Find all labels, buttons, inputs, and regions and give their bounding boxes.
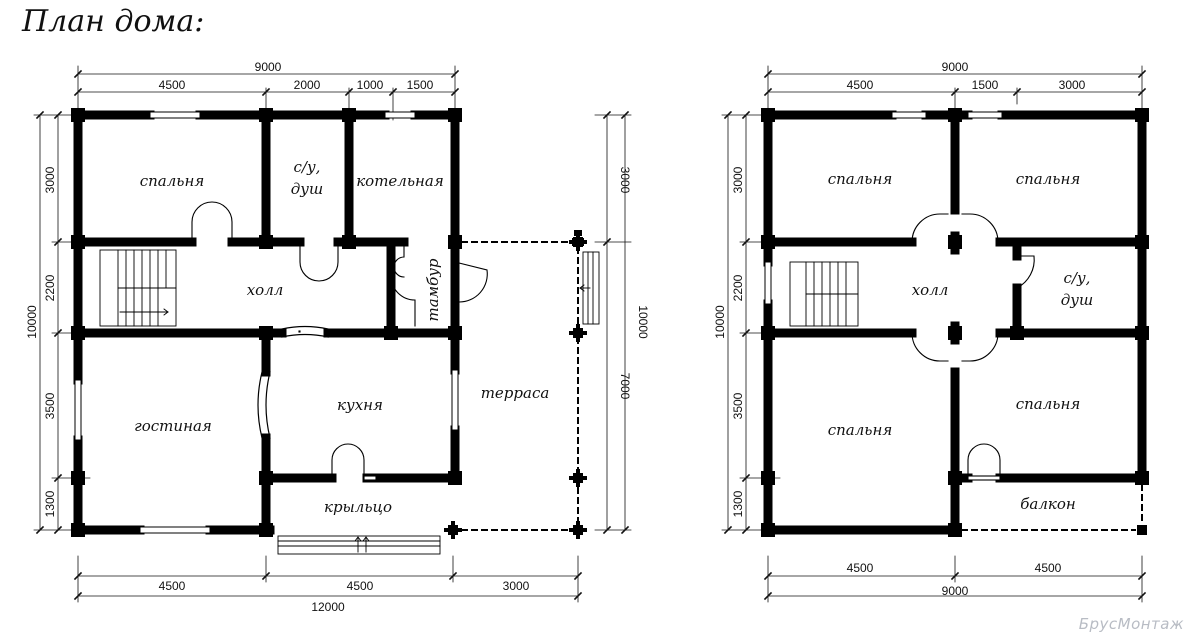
dim2-top-2: 1500 (972, 78, 999, 92)
dim-top-2: 2000 (294, 78, 321, 92)
arches-plan1 (257, 325, 329, 439)
dim-right-total: 10000 (636, 305, 650, 339)
dim-bottom-2: 4500 (347, 579, 374, 593)
stairs-plan2 (789, 261, 859, 327)
dim-left-total: 10000 (25, 305, 39, 339)
balcony-dashed-plan2 (961, 484, 1143, 531)
dim-bottom-3: 3000 (503, 579, 530, 593)
dim2-left-4: 1300 (731, 490, 745, 517)
brand-watermark: БрусМонтаж (1078, 615, 1184, 633)
page-title: План дома: (22, 4, 205, 39)
stairs-plan1 (99, 249, 177, 327)
dim-right-2: 7000 (618, 373, 632, 400)
room-bath-shower-2: душ (1061, 291, 1093, 309)
dim2-top-1: 4500 (847, 78, 874, 92)
dim-right-1: 3000 (618, 167, 632, 194)
room-bedroom: спальня (140, 172, 205, 190)
room-bath-2: с/у, (1064, 269, 1091, 287)
dim-left-4: 1300 (43, 490, 57, 517)
windows-plan1 (74, 111, 459, 534)
plan-upper-floor: спальня спальня холл с/у, душ спальня сп… (713, 60, 1149, 603)
dim-left-2: 2200 (43, 274, 57, 301)
porch-steps-plan1 (277, 535, 441, 555)
dim-top-1: 4500 (159, 78, 186, 92)
dim2-top-3: 3000 (1059, 78, 1086, 92)
dim-top-3: 1000 (357, 78, 384, 92)
dim2-left-3: 3500 (731, 392, 745, 419)
dim2-bottom-1: 4500 (847, 561, 874, 575)
room-boiler: котельная (356, 172, 444, 190)
room-hall-2: холл (912, 281, 949, 299)
dim-top-total: 9000 (255, 60, 282, 74)
room-vestibule: тамбур (424, 258, 442, 321)
walls-plan2 (763, 110, 1147, 535)
room-bath: с/у, (294, 158, 321, 176)
dim2-left-1: 3000 (731, 166, 745, 193)
balcony-post-plan2 (1137, 525, 1147, 535)
dim2-bottom-total: 9000 (942, 584, 969, 598)
terrace-posts-plan1 (444, 230, 587, 539)
room-bedroom-top-right: спальня (1016, 170, 1081, 188)
dim2-top-total: 9000 (942, 60, 969, 74)
room-kitchen: кухня (337, 396, 383, 414)
room-bedroom-bottom-left: спальня (828, 421, 893, 439)
dimension-ticks-plan2 (723, 69, 1147, 601)
dim-bottom-total: 12000 (311, 600, 345, 614)
room-porch: крыльцо (324, 498, 392, 516)
wall-posts-plan1 (71, 108, 462, 537)
wall-posts-plan2 (761, 108, 1149, 537)
room-living: гостиная (134, 417, 212, 435)
dim2-bottom-2: 4500 (1035, 561, 1062, 575)
terrace-steps-plan1 (579, 251, 600, 325)
room-hall: холл (247, 281, 284, 299)
dim-left-1: 3000 (43, 166, 57, 193)
doors-plan1 (191, 201, 488, 481)
room-bedroom-top-left: спальня (828, 170, 893, 188)
dim2-left-2: 2200 (731, 274, 745, 301)
dimension-ticks-plan1 (35, 69, 630, 601)
dim-left-3: 3500 (43, 392, 57, 419)
plan-ground-floor: спальня с/у, душ котельная холл тамбур г… (25, 60, 650, 614)
room-terrace: терраса (481, 384, 550, 402)
room-balcony: балкон (1020, 495, 1076, 513)
windows-plan2 (764, 111, 1003, 305)
dim2-left-total: 10000 (713, 305, 727, 339)
room-bedroom-bottom-right: спальня (1016, 395, 1081, 413)
room-bath-shower: душ (291, 180, 323, 198)
dim-bottom-1: 4500 (159, 579, 186, 593)
dim-top-4: 1500 (407, 78, 434, 92)
doors-plan2 (911, 213, 1035, 481)
